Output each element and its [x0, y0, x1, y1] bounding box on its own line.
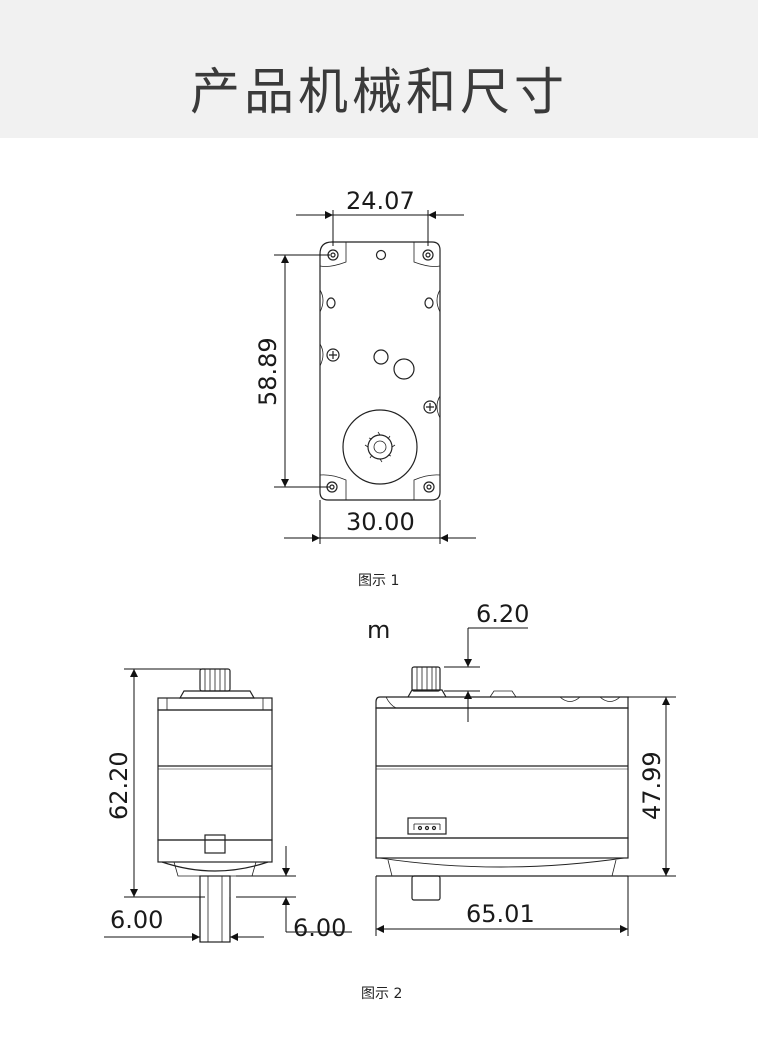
figure1-top-view [319, 241, 441, 501]
dim-top-width: 24.07 [346, 187, 415, 215]
dim-front-height: 62.20 [105, 751, 133, 820]
figure1-dimensions [274, 210, 476, 544]
dim-height: 58.89 [254, 337, 282, 406]
dim-shaft-offset: 6.00 [293, 914, 346, 942]
figure2-side-dimensions [375, 627, 676, 936]
dim-bottom-width: 30.00 [346, 508, 415, 536]
dim-shaft-width: 6.00 [110, 906, 163, 934]
figure2-side-view [375, 666, 629, 901]
figure2-front-dimensions [104, 668, 352, 942]
figure2-front-view [157, 668, 273, 943]
figure1-caption: 图示 1 [358, 573, 400, 589]
dim-spline-height: 6.20 [476, 600, 529, 628]
dim-side-height: 47.99 [638, 751, 666, 820]
stray-label: m [367, 616, 390, 644]
page-title: 产品机械和尺寸 [190, 63, 568, 121]
dim-side-length: 65.01 [466, 900, 535, 928]
figure2-caption: 图示 2 [361, 986, 403, 1002]
header-banner: 产品机械和尺寸 [0, 0, 758, 138]
